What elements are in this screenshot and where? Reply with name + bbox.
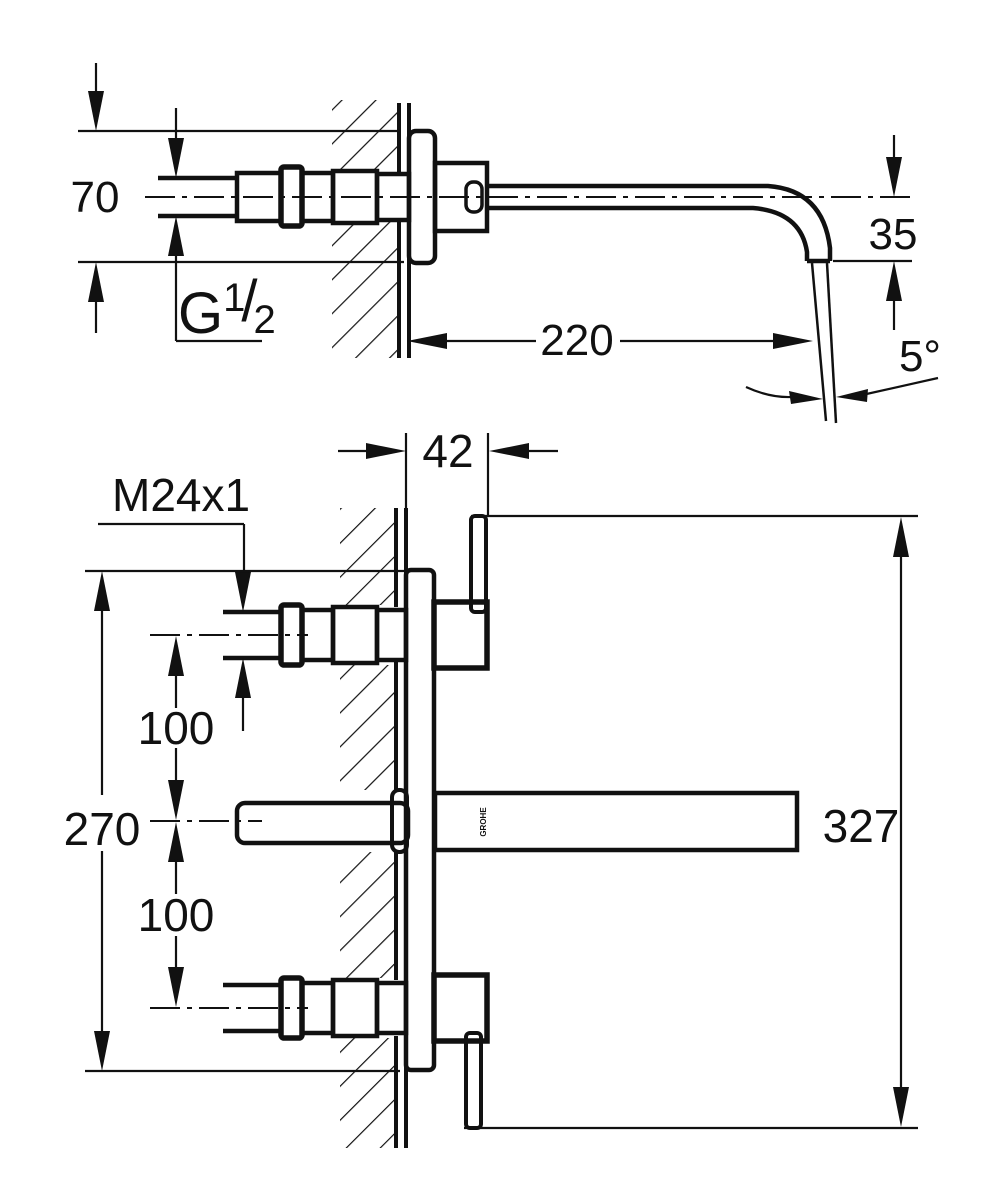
brand-mark: GROHE bbox=[479, 807, 488, 837]
wall-hatch bbox=[340, 1038, 396, 1148]
water-stream-line bbox=[810, 262, 828, 422]
dim-label-100-lower: 100 bbox=[138, 889, 215, 941]
dim-plate-height: 70 bbox=[71, 63, 404, 333]
spout-tube bbox=[487, 183, 833, 264]
wall-hatch bbox=[332, 100, 399, 172]
dim-label-5deg: 5° bbox=[899, 332, 941, 381]
spout-shank bbox=[234, 800, 411, 846]
dim-spout-reach: 220 bbox=[407, 316, 813, 365]
dim-wall-offset: 42 bbox=[338, 425, 558, 516]
dim-spacing-upper: 100 bbox=[138, 636, 215, 820]
wall-hatch bbox=[340, 665, 396, 790]
dim-outlet-drop: 35 bbox=[833, 135, 917, 330]
water-stream-line bbox=[825, 262, 838, 424]
dim-overall-height: 327 bbox=[464, 514, 918, 1130]
wall-hatch bbox=[340, 508, 396, 605]
dim-plate-span: 270 bbox=[64, 569, 405, 1073]
dim-label-327: 327 bbox=[823, 800, 900, 852]
top-view: 70 G1/2 220 35 bbox=[71, 63, 941, 424]
lower-handle bbox=[431, 972, 490, 1130]
dim-label-g12: G1/2 bbox=[178, 269, 276, 346]
lower-lever bbox=[464, 1031, 483, 1130]
dim-label-220: 220 bbox=[540, 316, 613, 365]
wall-hatch bbox=[340, 852, 396, 978]
upper-handle bbox=[431, 514, 490, 671]
wall-hatch bbox=[332, 222, 399, 358]
upper-lever bbox=[469, 514, 488, 614]
dim-label-42: 42 bbox=[422, 425, 473, 477]
dim-stream-angle: 5° bbox=[745, 262, 941, 424]
spout-collar bbox=[390, 788, 409, 854]
lower-inlet-fitting bbox=[223, 975, 409, 1041]
dim-label-100-upper: 100 bbox=[138, 702, 215, 754]
dim-spacing-lower: 100 bbox=[138, 822, 215, 1007]
dim-inlet-thread: M24x1 bbox=[98, 469, 251, 731]
dim-label-35: 35 bbox=[869, 210, 918, 259]
dim-label-m24x1: M24x1 bbox=[112, 469, 250, 521]
dim-label-70: 70 bbox=[71, 173, 120, 222]
dim-label-270: 270 bbox=[64, 803, 141, 855]
spout-front bbox=[432, 790, 800, 853]
spout-body-side bbox=[432, 160, 490, 234]
bottom-view: GROHE 42 M24x1 bbox=[64, 425, 918, 1148]
dim-thread-g12: G1/2 bbox=[168, 108, 276, 346]
